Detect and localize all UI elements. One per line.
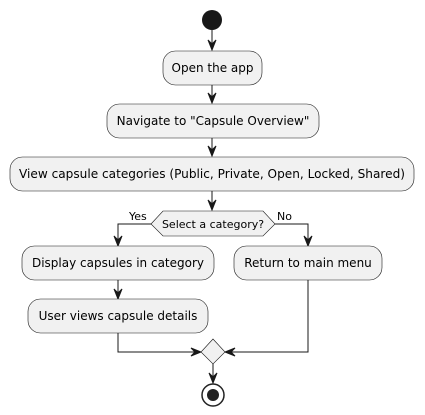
- step-navigate-label: Navigate to "Capsule Overview": [117, 114, 310, 128]
- edge-return-to-merge: [230, 280, 309, 353]
- edge-details-to-merge: [117, 333, 196, 353]
- step-open-app-label: Open the app: [172, 61, 254, 75]
- arrow-start-to-open: [207, 39, 217, 52]
- decision-question-label: Select a category?: [162, 218, 264, 231]
- step-navigate: [106, 103, 320, 139]
- arrow-view-to-decision: [207, 199, 217, 212]
- decision-no-label: No: [277, 210, 292, 223]
- arrow-open-to-navigate: [207, 92, 217, 105]
- arrow-navigate-to-view: [207, 145, 217, 158]
- arrow-decision-no: [303, 235, 313, 248]
- step-view-details-label: User views capsule details: [39, 309, 198, 323]
- arrow-merge-to-end: [208, 372, 218, 385]
- step-view-categories-label: View capsule categories (Public, Private…: [19, 167, 405, 181]
- arrow-details-to-merge: [190, 347, 203, 357]
- edge-decision-no: [275, 223, 309, 240]
- decision-yes-label: Yes: [128, 210, 147, 223]
- step-return-menu-label: Return to main menu: [244, 256, 372, 270]
- end-node-core: [207, 389, 219, 401]
- edge-decision-yes: [117, 223, 151, 240]
- arrow-return-to-merge: [223, 347, 236, 357]
- end-node-ring: [201, 383, 225, 407]
- step-display-capsules-label: Display capsules in category: [32, 256, 204, 270]
- merge-node: [200, 338, 226, 365]
- arrow-decision-yes: [113, 235, 123, 248]
- start-node: [202, 10, 222, 30]
- arrow-display-to-details: [113, 288, 123, 301]
